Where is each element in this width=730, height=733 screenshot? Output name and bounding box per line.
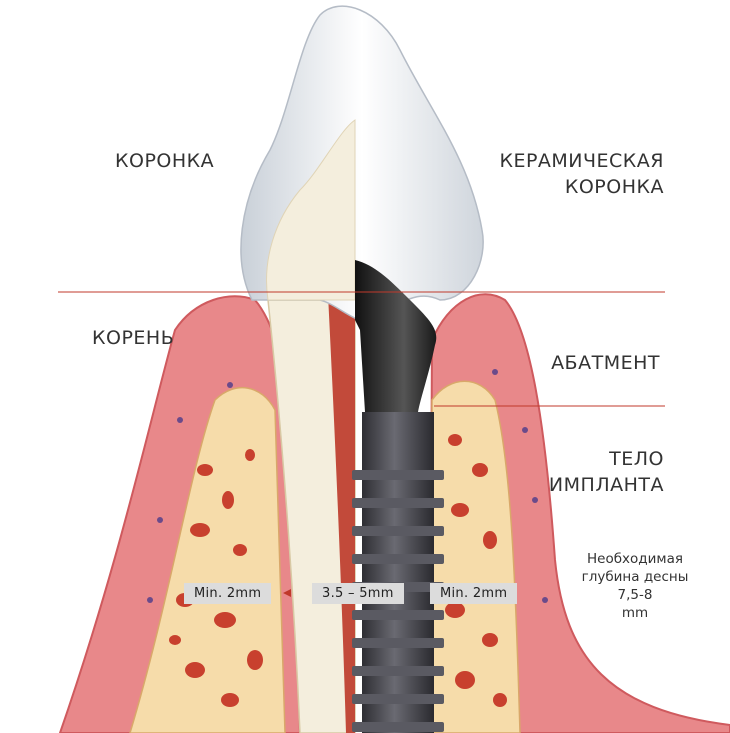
implant-thread — [352, 722, 444, 732]
natural-root — [267, 299, 356, 733]
measurement-left-min: Min. 2mm — [184, 583, 272, 604]
left-bone-cavities — [169, 449, 263, 707]
label-ceramic-crown: КЕРАМИЧЕСКАЯ КОРОНКА — [499, 150, 664, 198]
implant-thread — [352, 694, 444, 704]
abutment — [355, 260, 437, 412]
implant-thread — [352, 610, 444, 620]
implant-thread — [352, 526, 444, 536]
gum-depth-note: Необходимая глубина десны 7,5-8 mm — [581, 551, 689, 621]
measurement-implant-width: 3.5 – 5mm — [312, 583, 404, 604]
crown-dentin — [266, 119, 356, 301]
label-abutment: АБАТМЕНТ — [551, 352, 660, 374]
implant-thread — [352, 498, 444, 508]
implant-thread — [352, 470, 444, 480]
left-bone — [129, 386, 286, 733]
implant-body — [352, 412, 444, 733]
measurement-right-min: Min. 2mm — [430, 583, 518, 604]
label-root: КОРЕНЬ — [92, 327, 175, 349]
implant-thread — [352, 554, 444, 564]
gum-vessels — [147, 369, 548, 603]
implant-thread — [352, 666, 444, 676]
right-bone — [431, 380, 521, 733]
arrow-marker-left — [283, 589, 291, 597]
right-bone-cavities — [445, 434, 507, 707]
implant-thread — [352, 638, 444, 648]
label-implant-body: ТЕЛО ИМПЛАНТА — [548, 448, 664, 496]
pulp — [326, 241, 355, 733]
label-crown: КОРОНКА — [115, 150, 215, 172]
